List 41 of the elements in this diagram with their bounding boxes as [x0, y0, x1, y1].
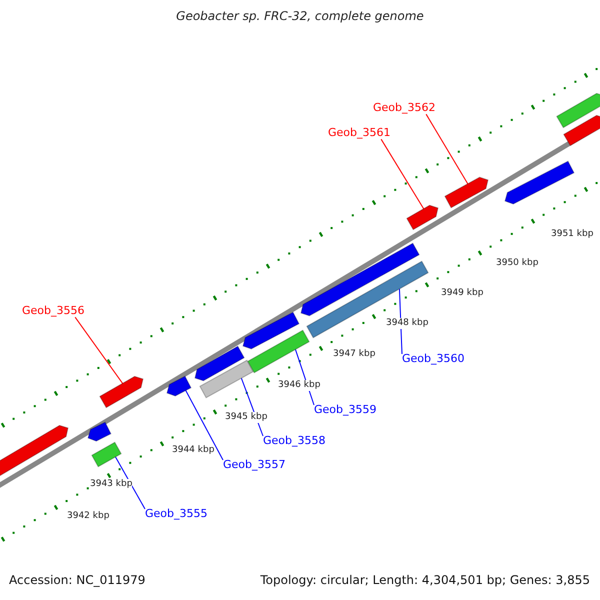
leader-line [426, 114, 470, 186]
gene-block [87, 422, 112, 442]
gene-label: Geob_3556 [22, 304, 84, 318]
gene-label: Geob_3562 [373, 101, 436, 114]
gene-block [556, 92, 600, 128]
scale-label: 3943 kbp [90, 479, 132, 490]
scale-label: 3951 kbp [551, 229, 594, 240]
genome-info-text: Topology: circular; Length: 4,304,501 bp; Genes: 3,855 [260, 573, 590, 588]
scale-label: 3950 kbp [496, 258, 538, 269]
scale-label: 3944 kbp [172, 445, 214, 456]
scale-label: 3946 kbp [278, 380, 320, 391]
gene-label: Geob_3557 [223, 458, 286, 472]
gene-block [99, 376, 144, 408]
gene-block [300, 242, 420, 316]
leader-line [74, 316, 124, 386]
scale-label: 3948 kbp [386, 318, 428, 329]
gene-block [504, 160, 575, 205]
gene-label: Geob_3561 [328, 126, 390, 140]
gene-block [199, 360, 254, 398]
gene-label: Geob_3555 [145, 507, 208, 520]
leader-line [114, 456, 146, 510]
leader-line [380, 138, 426, 211]
scale-label: 3947 kbp [333, 349, 376, 360]
gene-block [242, 312, 300, 350]
gene-block [91, 442, 122, 468]
title: Geobacter sp. FRC-32, complete genome [175, 9, 425, 24]
gene-block [563, 114, 600, 146]
gene-label: Geob_3559 [314, 403, 376, 416]
leader-line [185, 390, 224, 460]
gene-label: Geob_3560 [402, 352, 464, 366]
gene-block [444, 176, 489, 208]
gene-block [247, 330, 310, 374]
gene-block [406, 204, 439, 230]
gene-label: Geob_3558 [263, 434, 326, 448]
gene-block [166, 376, 192, 397]
accession-text: Accession: NC_011979 [9, 573, 146, 588]
scale-label: 3945 kbp [225, 412, 268, 423]
scale-label: 3949 kbp [441, 288, 484, 299]
scale-label: 3942 kbp [67, 511, 110, 522]
gene-block [194, 346, 245, 382]
gene-block [306, 260, 429, 338]
